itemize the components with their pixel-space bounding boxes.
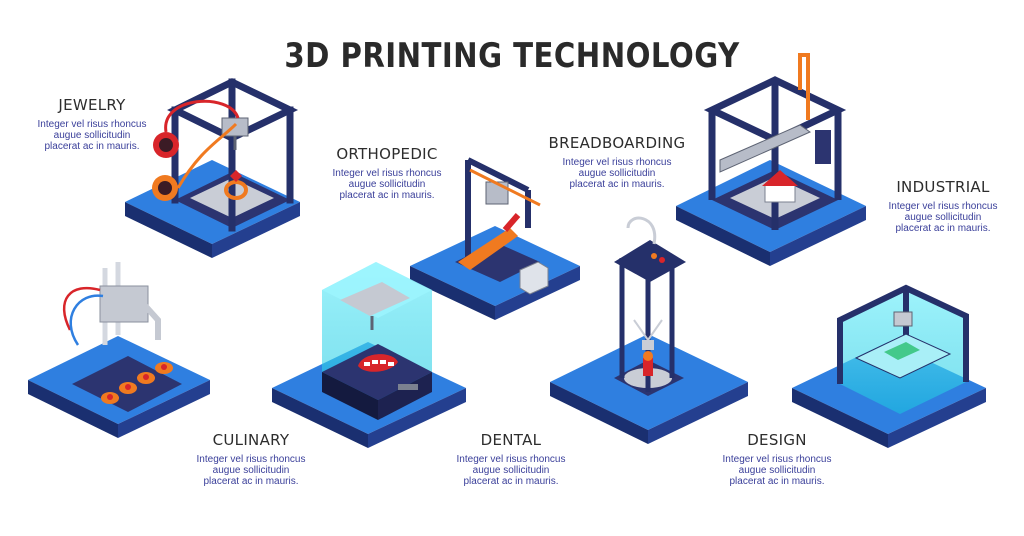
culinary-title: CULINARY [212, 431, 290, 449]
industrial-label: INDUSTRIAL Integer vel risus rhoncus aug… [858, 178, 1024, 234]
breadboarding-description: Integer vel risus rhoncus augue sollicit… [532, 157, 702, 190]
dental-title: DENTAL [480, 431, 542, 449]
jewelry-title: JEWELRY [58, 96, 126, 114]
dental-description: Integer vel risus rhoncus augue sollicit… [426, 454, 596, 487]
orthopedic-label: ORTHOPEDIC Integer vel risus rhoncus aug… [302, 145, 472, 201]
orthopedic-printer-icon [410, 157, 580, 320]
culinary-description: Integer vel risus rhoncus augue sollicit… [166, 454, 336, 487]
culinary-printer-icon [28, 262, 210, 438]
dental-desc-line: placerat ac in mauris. [463, 476, 559, 487]
orthopedic-desc-line: augue sollicitudin [348, 179, 426, 190]
industrial-desc-line: augue sollicitudin [904, 212, 982, 223]
breadboarding-desc-line: placerat ac in mauris. [569, 179, 665, 190]
jewelry-description: Integer vel risus rhoncus augue sollicit… [7, 119, 177, 152]
design-desc-line: placerat ac in mauris. [729, 476, 825, 487]
dental-desc-line: augue sollicitudin [472, 465, 550, 476]
design-description: Integer vel risus rhoncus augue sollicit… [692, 454, 862, 487]
orthopedic-description: Integer vel risus rhoncus augue sollicit… [302, 168, 472, 201]
culinary-desc-line: placerat ac in mauris. [203, 476, 299, 487]
delta-printer-icon [550, 216, 748, 444]
design-label: DESIGN Integer vel risus rhoncus augue s… [692, 431, 862, 487]
dental-desc-line: Integer vel risus rhoncus [456, 454, 566, 465]
culinary-desc-line: Integer vel risus rhoncus [196, 454, 306, 465]
jewelry-desc-line: placerat ac in mauris. [44, 141, 140, 152]
orthopedic-desc-line: Integer vel risus rhoncus [332, 168, 442, 179]
design-desc-line: augue sollicitudin [738, 465, 816, 476]
page-title: 3D PRINTING TECHNOLOGY [284, 36, 740, 76]
breadboarding-printer-icon [676, 53, 866, 266]
jewelry-label: JEWELRY Integer vel risus rhoncus augue … [7, 96, 177, 152]
jewelry-desc-line: augue sollicitudin [53, 130, 131, 141]
jewelry-printer-icon [125, 78, 300, 258]
design-printer-icon [792, 284, 986, 448]
orthopedic-desc-line: placerat ac in mauris. [339, 190, 435, 201]
industrial-desc-line: Integer vel risus rhoncus [888, 201, 998, 212]
dental-printer-icon [272, 262, 466, 448]
orthopedic-title: ORTHOPEDIC [336, 145, 438, 163]
breadboarding-title: BREADBOARDING [548, 134, 686, 152]
breadboarding-label: BREADBOARDING Integer vel risus rhoncus … [532, 134, 702, 190]
breadboarding-desc-line: Integer vel risus rhoncus [562, 157, 672, 168]
dental-label: DENTAL Integer vel risus rhoncus augue s… [426, 431, 596, 487]
culinary-label: CULINARY Integer vel risus rhoncus augue… [166, 431, 336, 487]
culinary-desc-line: augue sollicitudin [212, 465, 290, 476]
industrial-desc-line: placerat ac in mauris. [895, 223, 991, 234]
design-desc-line: Integer vel risus rhoncus [722, 454, 832, 465]
breadboarding-desc-line: augue sollicitudin [578, 168, 656, 179]
industrial-title: INDUSTRIAL [896, 178, 990, 196]
design-title: DESIGN [747, 431, 807, 449]
jewelry-desc-line: Integer vel risus rhoncus [37, 119, 147, 130]
industrial-description: Integer vel risus rhoncus augue sollicit… [858, 201, 1024, 234]
